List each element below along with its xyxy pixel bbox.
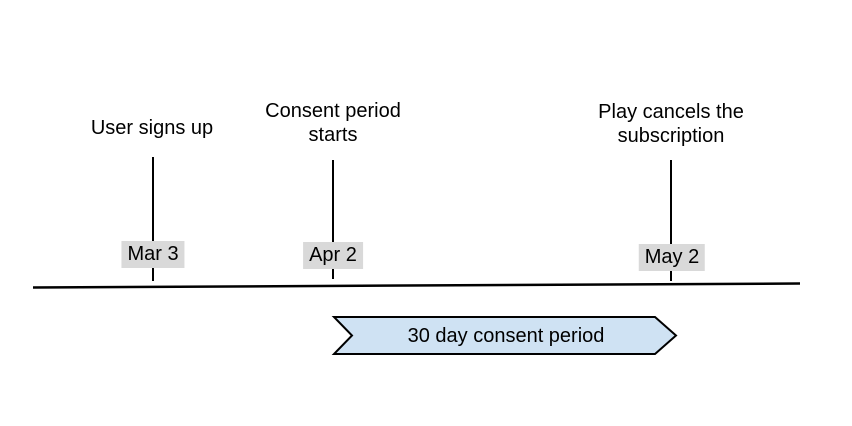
- event-tick-line: [152, 157, 154, 281]
- event-date-chip: Mar 3: [121, 241, 185, 268]
- event-tick-line: [670, 160, 672, 281]
- event-date-chip: Apr 2: [303, 242, 363, 269]
- event-label-signup: User signs up: [90, 117, 214, 139]
- event-label-consent-start: Consent period starts: [265, 100, 401, 146]
- event-date-chip: May 2: [638, 244, 706, 271]
- event-tick-line: [332, 160, 334, 279]
- event-label-cancel: Play cancels the subscription: [598, 101, 744, 147]
- consent-period-banner-label: 30 day consent period: [407, 325, 605, 347]
